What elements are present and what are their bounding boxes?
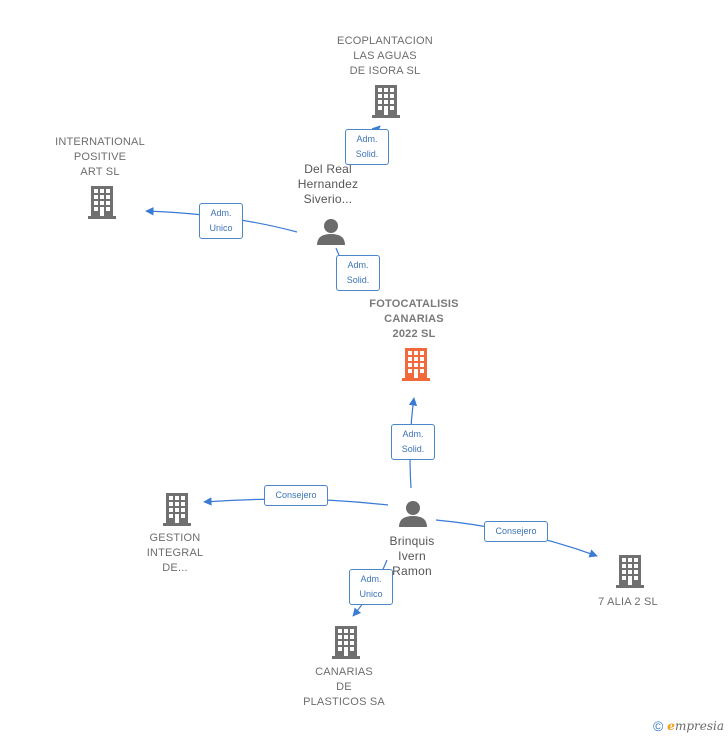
edge-label-consejero: Consejero xyxy=(484,521,548,542)
node-del-real-hernandez[interactable]: Del Real Hernandez Siverio... xyxy=(297,162,359,206)
node-brinquis-ivern-ramon[interactable]: Brinquis Ivern Ramon xyxy=(389,534,435,578)
node-fotocatalisis-canarias[interactable]: FOTOCATALISIS CANARIAS 2022 SL xyxy=(369,298,459,340)
node-gestion-integral[interactable]: GESTION INTEGRAL DE... xyxy=(146,532,204,574)
building-icon xyxy=(616,555,644,588)
building-icon xyxy=(402,348,430,381)
edge-label-adm-unico: Adm. Unico xyxy=(349,569,393,605)
edge-label-consejero: Consejero xyxy=(264,485,328,506)
person-icon xyxy=(399,501,427,527)
building-icon xyxy=(163,493,191,526)
edge-label-adm-unico: Adm. Unico xyxy=(199,203,243,239)
edge-label-adm-solid: Adm. Solid. xyxy=(336,255,380,291)
person-icon xyxy=(317,219,345,245)
node-ecoplantacion[interactable]: ECOPLANTACION LAS AGUAS DE ISORA SL xyxy=(337,35,433,77)
building-icon xyxy=(372,85,400,118)
node-canarias-de-plasticos[interactable]: CANARIAS DE PLASTICOS SA xyxy=(303,666,385,708)
building-icon xyxy=(332,626,360,659)
footer-brand: © empresia xyxy=(653,718,724,734)
edge-label-adm-solid: Adm. Solid. xyxy=(345,129,389,165)
copyright-icon: © xyxy=(652,718,664,734)
node-international-positive-art[interactable]: INTERNATIONAL POSITIVE ART SL xyxy=(55,136,145,178)
node-7-alia-2[interactable]: 7 ALIA 2 SL xyxy=(598,596,658,608)
empresia-logo[interactable]: empresia xyxy=(667,719,724,733)
building-icon xyxy=(88,186,116,219)
edge-label-adm-solid: Adm. Solid. xyxy=(391,424,435,460)
